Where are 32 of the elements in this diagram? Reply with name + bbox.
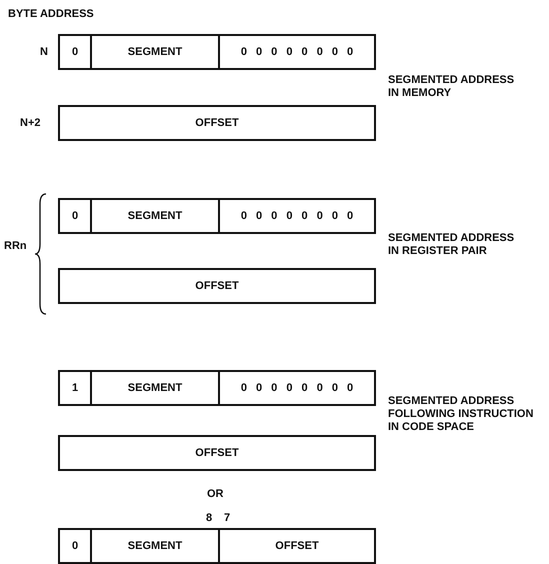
register-field (58, 268, 376, 304)
field-label: OFFSET (195, 447, 239, 459)
heading: BYTE ADDRESS (8, 8, 94, 21)
bit-number: 7 (224, 512, 230, 525)
register-field (58, 435, 376, 471)
field-label: 0 (72, 540, 78, 552)
field-label: SEGMENT (128, 210, 182, 222)
field-label: 0 0 0 0 0 0 0 0 (240, 46, 354, 58)
address-label: N (40, 46, 48, 59)
field-label: 0 (72, 210, 78, 222)
address-label: N+2 (20, 117, 40, 130)
description: SEGMENTED ADDRESS FOLLOWING INSTRUCTION IN CODE SPACE (388, 395, 534, 434)
field-label: SEGMENT (128, 46, 182, 58)
register-field (58, 105, 376, 141)
field-label: 0 (72, 46, 78, 58)
field-label: SEGMENT (128, 540, 182, 552)
field-label: OFFSET (195, 117, 239, 129)
field-label: 0 0 0 0 0 0 0 0 (240, 382, 354, 394)
separator-label: OR (207, 488, 224, 501)
description: SEGMENTED ADDRESS IN REGISTER PAIR (388, 232, 516, 258)
field-label: OFFSET (195, 280, 239, 292)
field-label: SEGMENT (128, 382, 182, 394)
register-word (58, 34, 376, 70)
description: SEGMENTED ADDRESS IN MEMORY (388, 74, 516, 100)
bit-number: 8 (206, 512, 212, 525)
field-label: 1 (72, 382, 78, 394)
register-word (58, 198, 376, 234)
field-label: OFFSET (275, 540, 319, 552)
register-word (58, 370, 376, 406)
register-word (58, 528, 376, 564)
register-label: RRn (4, 240, 27, 253)
field-label: 0 0 0 0 0 0 0 0 (240, 210, 354, 222)
